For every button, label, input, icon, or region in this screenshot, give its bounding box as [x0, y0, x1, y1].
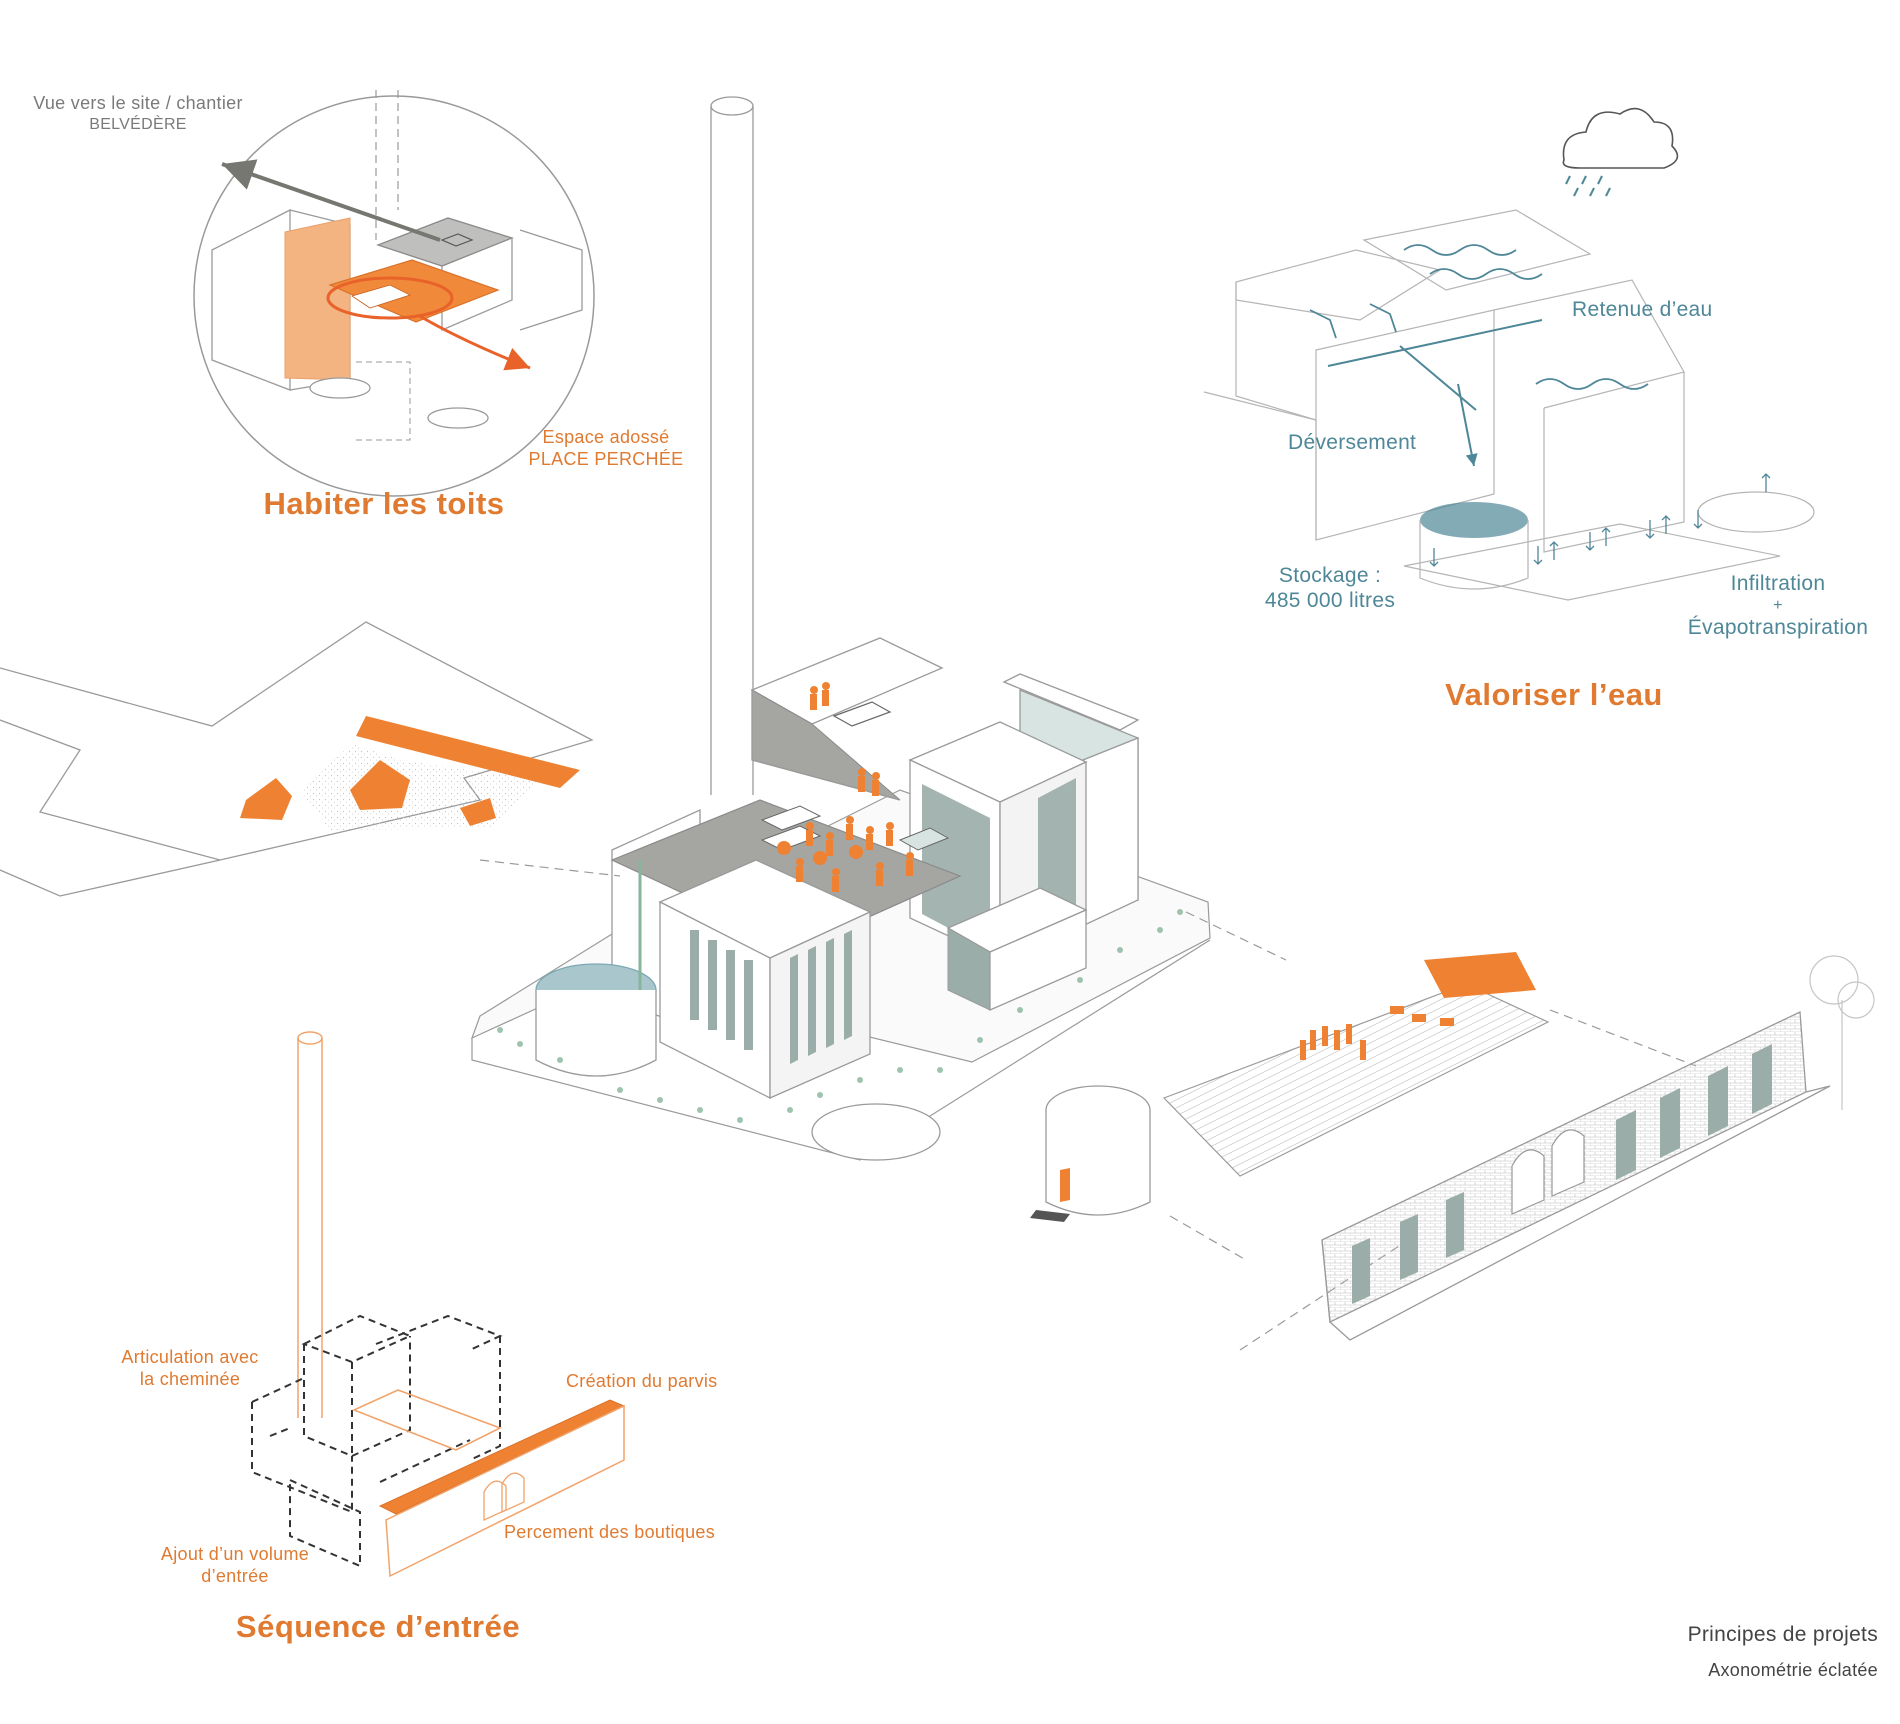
retention-label: Retenue d’eau: [1572, 298, 1713, 321]
storage-line-2: 485 000 litres: [1264, 589, 1396, 613]
main-chimney: [710, 96, 754, 795]
entrance-volume-label: Ajout d’un volume d’entrée: [161, 1544, 309, 1587]
belvedere-label: Vue vers le site / chantier BELVÉDÈRE: [33, 93, 243, 134]
left-floating-plan: [0, 621, 621, 897]
infiltration-line-3: Évapotranspiration: [1687, 616, 1869, 640]
overflow-label: Déversement: [1288, 431, 1417, 454]
volume-line-2: d’entrée: [201, 1565, 269, 1586]
infiltration-line-2: +: [1773, 597, 1783, 615]
chimney-articulation-label: Articulation avec la cheminée: [121, 1347, 258, 1390]
storage-line-1: Stockage :: [1278, 564, 1382, 587]
right-plaza: [1030, 911, 1875, 1351]
infiltration-label: Infiltration + Évapotranspiration: [1688, 571, 1869, 641]
roofs-title: Habiter les toits: [263, 486, 505, 521]
volume-line-1: Ajout d’un volume: [160, 1544, 310, 1564]
shops-label: Percement des boutiques: [504, 1522, 716, 1542]
entrance-title: Séquence d’entrée: [235, 1609, 521, 1644]
board-title: Principes de projets: [1687, 1623, 1878, 1646]
perched-square-label: Espace adossé PLACE PERCHÉE: [529, 427, 684, 470]
storage-label: Stockage : 485 000 litres: [1265, 563, 1395, 613]
perched-line-2: PLACE PERCHÉE: [528, 448, 684, 469]
people-figures: [777, 682, 914, 892]
central-building: [470, 637, 1211, 1161]
vegetation: [497, 909, 1183, 1123]
belvedere-line-2: BELVÉDÈRE: [89, 115, 187, 133]
chimney-line-2: la cheminée: [139, 1368, 241, 1389]
board-subtitle: Axonométrie éclatée: [1708, 1660, 1878, 1680]
infiltration-line-1: Infiltration: [1730, 572, 1826, 595]
belvedere-line-1: Vue vers le site / chantier: [33, 93, 243, 113]
water-title: Valoriser l’eau: [1445, 677, 1663, 712]
water-diagram: [1203, 107, 1815, 601]
forecourt-label: Création du parvis: [566, 1371, 718, 1391]
roof-inset-circle: [193, 90, 595, 497]
entrance-diagram: [251, 1031, 626, 1578]
chimney-line-1: Articulation avec: [121, 1347, 259, 1367]
perched-line-1: Espace adossé: [542, 427, 670, 447]
